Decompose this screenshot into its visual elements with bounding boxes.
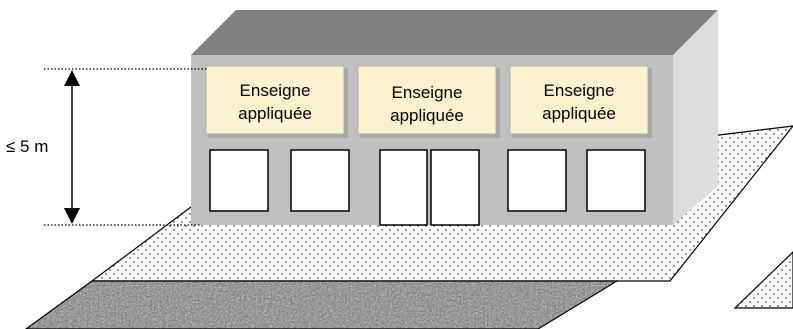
building-side [673, 10, 718, 225]
pavement-fragment [733, 251, 793, 309]
height-label: ≤ 5 m [6, 137, 48, 156]
building-roof [191, 10, 718, 55]
sign-1-line2: appliquée [238, 104, 312, 123]
door [379, 149, 428, 226]
window [290, 149, 350, 212]
window [586, 149, 646, 212]
sign-3: Enseigne appliquée [509, 65, 652, 138]
door [430, 149, 480, 226]
sign-2-line1: Enseigne [392, 83, 463, 102]
sign-3-line1: Enseigne [544, 81, 615, 100]
sign-1: Enseigne appliquée [205, 65, 348, 138]
sign-3-line2: appliquée [542, 104, 616, 123]
height-dimension-arrow [64, 70, 80, 224]
sign-2-line2: appliquée [390, 106, 464, 125]
window [209, 149, 269, 212]
road [26, 281, 617, 329]
sign-2: Enseigne appliquée [357, 65, 500, 138]
sign-1-line1: Enseigne [240, 81, 311, 100]
window [507, 149, 567, 212]
